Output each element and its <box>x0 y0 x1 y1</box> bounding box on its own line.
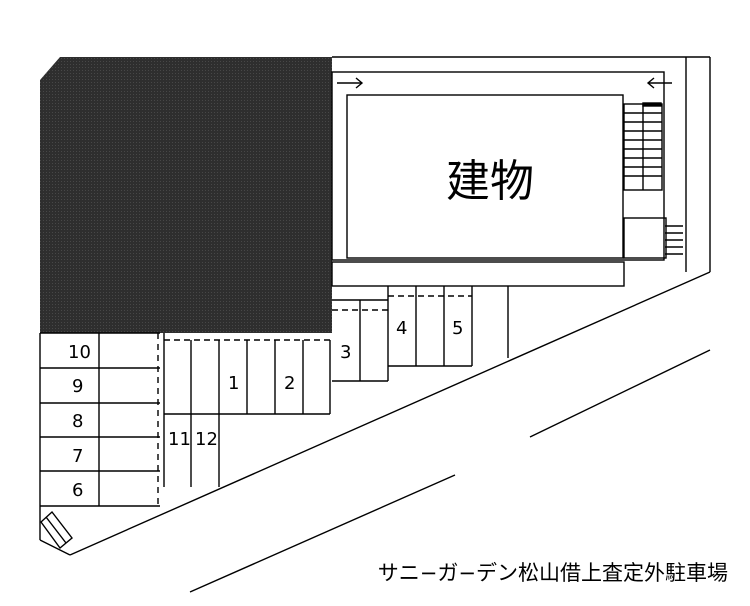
space-label-10: 10 <box>68 342 91 363</box>
arrow-right-head <box>646 77 655 89</box>
small-stairs <box>623 217 667 259</box>
building <box>346 94 624 259</box>
caption: サニ−ガ−デン松山借上査定外駐車場 <box>378 561 728 585</box>
stair-landing <box>642 102 662 107</box>
road-centerline <box>529 349 711 438</box>
space-label-5: 5 <box>452 318 463 339</box>
space-label-8: 8 <box>72 411 83 432</box>
building-zone <box>331 71 665 261</box>
road-edge <box>39 539 71 556</box>
car-stop <box>40 510 73 550</box>
space-label-2: 2 <box>284 373 295 394</box>
space-label-3: 3 <box>340 342 351 363</box>
space-label-11: 11 <box>168 429 191 450</box>
space-label-12: 12 <box>195 429 218 450</box>
driveway-strip <box>331 261 625 287</box>
road-edge-main <box>69 271 711 556</box>
space-label-4: 4 <box>396 318 407 339</box>
space-label-1: 1 <box>228 373 239 394</box>
car-stop-divider <box>45 516 67 544</box>
road-centerline <box>189 474 456 593</box>
space-label-7: 7 <box>72 446 83 467</box>
space-label-6: 6 <box>72 480 83 501</box>
dark-paved-area <box>40 57 332 333</box>
space-label-9: 9 <box>72 376 83 397</box>
arrow-left-head <box>355 77 364 89</box>
building-label: 建物 <box>446 156 534 207</box>
